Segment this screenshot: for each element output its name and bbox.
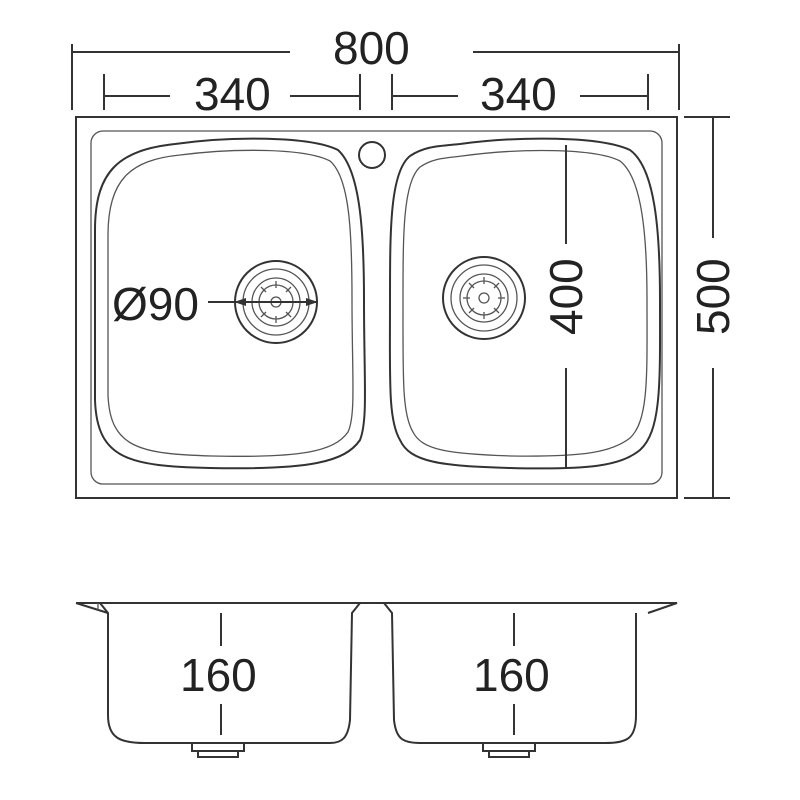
sink-outer-rim (75, 116, 678, 499)
left-bowl-height-dimension: 160 (180, 613, 257, 735)
left-bowl-width-label: 340 (194, 68, 271, 120)
overall-width-label: 800 (333, 22, 410, 74)
right-drain-slots (463, 277, 505, 319)
sink-inner-rim (90, 130, 663, 485)
right-bowl-height-dimension: 160 (473, 613, 550, 735)
right-bowl-width-label: 340 (480, 68, 557, 120)
overall-depth-label: 500 (687, 258, 739, 335)
section-view: 160 160 (75, 602, 678, 758)
section-rim (76, 602, 678, 614)
right-bowl-outer (388, 137, 662, 470)
top-view: Ø90 400 800 340 (71, 22, 739, 499)
right-bowl-width-dimension: 340 (391, 68, 649, 120)
left-bowl-width-dimension: 340 (103, 68, 361, 120)
right-bowl-inner (402, 149, 648, 457)
right-bowl-height-label: 160 (473, 649, 550, 701)
overall-width-dimension: 800 (71, 22, 680, 110)
drain-diameter-dimension: Ø90 (112, 278, 318, 330)
left-bowl-outer (94, 137, 366, 470)
left-bowl-inner (107, 149, 354, 457)
right-drain (442, 256, 526, 340)
faucet-hole (358, 141, 386, 169)
drain-diameter-label: Ø90 (112, 278, 199, 330)
right-bowl-section (383, 602, 637, 744)
bowl-depth-label: 400 (540, 258, 592, 335)
bowl-depth-dimension: 400 (540, 145, 592, 468)
right-drain-stub (482, 742, 536, 758)
left-bowl-height-label: 160 (180, 649, 257, 701)
left-drain-stub (191, 742, 245, 758)
overall-depth-dimension: 500 (684, 116, 739, 499)
